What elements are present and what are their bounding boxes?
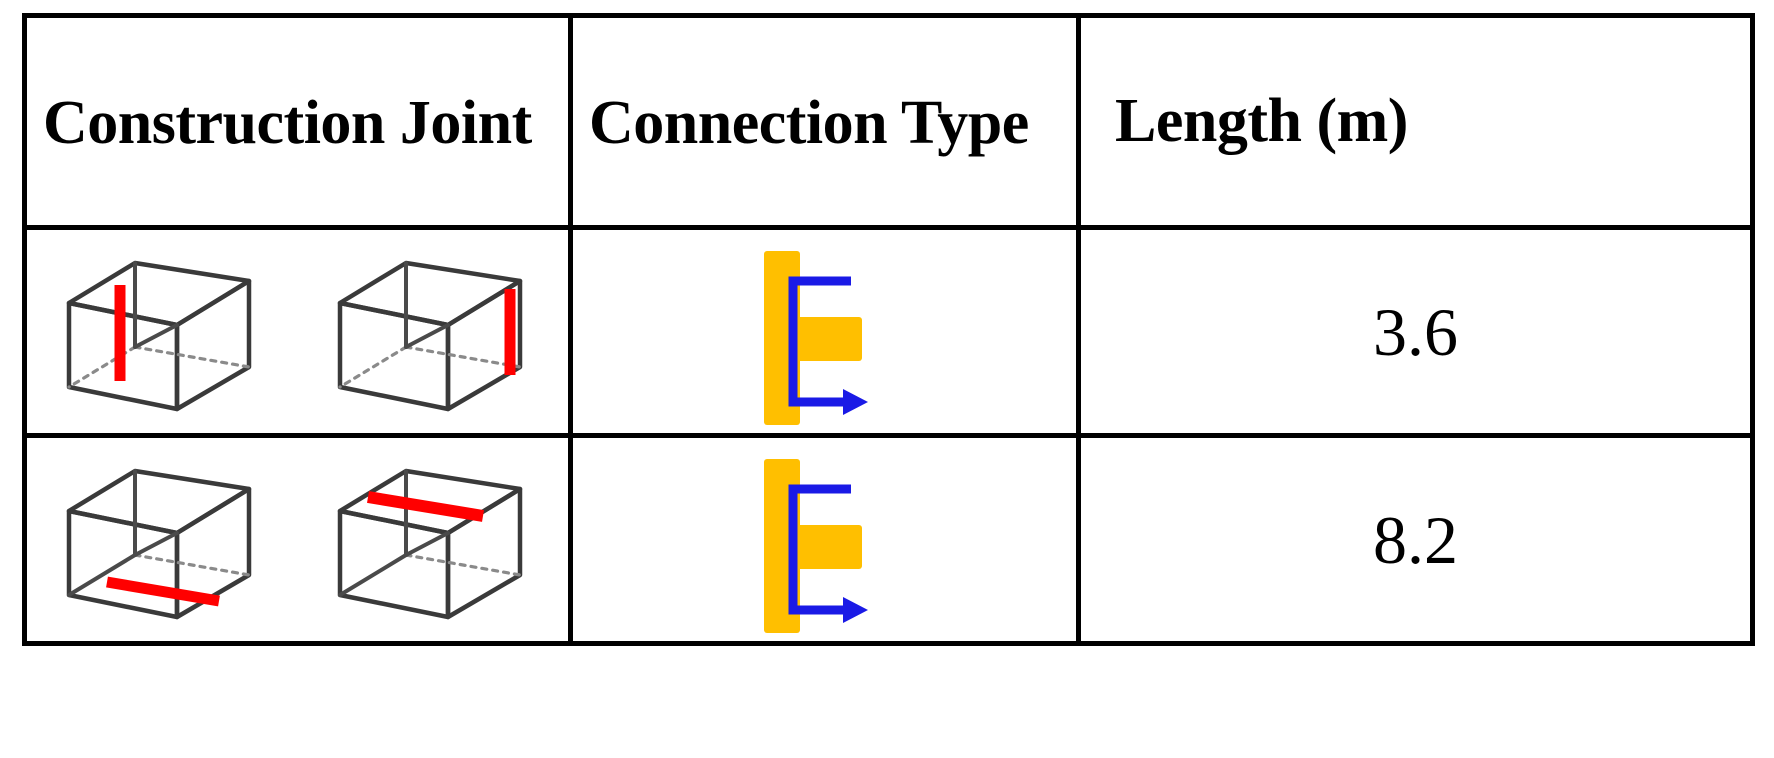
red-marker (106, 576, 221, 606)
blue-bracket-line (788, 276, 851, 406)
arrow-head-icon (842, 596, 868, 623)
wireframe-box-with-red-vertical-edge-right-icon (337, 260, 522, 411)
plate-horizontal (793, 524, 862, 569)
joint-figure-group-row1 (27, 230, 568, 433)
table-header: Construction Joint Connection Type Lengt… (22, 13, 1755, 230)
blue-bracket-line (788, 484, 851, 614)
wireframe-box-with-red-horizontal-edge-top-icon (337, 468, 522, 619)
red-marker (366, 490, 484, 522)
wireframe-box-with-red-vertical-edge-left-icon (67, 260, 252, 411)
cell-construction-joint-row1 (22, 225, 573, 438)
cell-connection-type-row1 (568, 225, 1081, 438)
bracket-connection-symbol-icon (763, 250, 868, 425)
cell-construction-joint-row2 (22, 433, 573, 646)
cell-length-row2: 8.2 (1076, 433, 1755, 646)
joint-figure-group-row2 (27, 438, 568, 641)
header-row: Construction Joint Connection Type Lengt… (22, 13, 1755, 230)
wireframe-box-with-red-horizontal-edge-bottom-icon (67, 468, 252, 619)
cell-connection-type-row2 (568, 433, 1081, 646)
arrow-head-icon (842, 388, 868, 415)
construction-joint-table: Construction Joint Connection Type Lengt… (22, 13, 1755, 646)
header-label-construction-joint: Construction Joint (43, 88, 532, 157)
length-value: 3.6 (1373, 293, 1458, 370)
header-label-connection-type: Connection Type (589, 88, 1029, 157)
bracket-connection-symbol-icon (763, 458, 868, 633)
header-cell-connection-type: Connection Type (568, 13, 1081, 230)
plate-horizontal (793, 316, 862, 361)
length-value: 8.2 (1373, 501, 1458, 578)
header-label-length: Length (m) (1115, 86, 1408, 155)
table-body: 3.6 (22, 225, 1755, 646)
table-row: 8.2 (22, 433, 1755, 646)
cell-length-row1: 3.6 (1076, 225, 1755, 438)
header-cell-construction-joint: Construction Joint (22, 13, 573, 230)
header-cell-length: Length (m) (1076, 13, 1755, 230)
table-row: 3.6 (22, 225, 1755, 438)
